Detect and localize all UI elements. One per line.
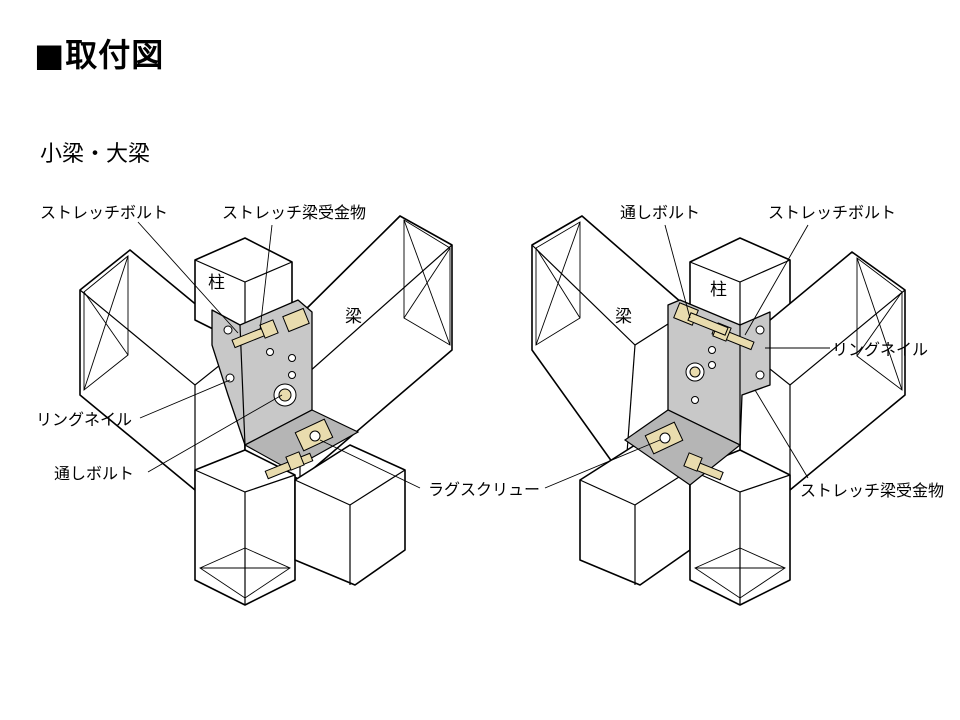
left-label-lag-screw: ラグスクリュー [428,480,540,499]
right-lower-members [579,444,791,606]
left-label-stretch-hanger: ストレッチ梁受金物 [222,203,366,222]
left-label-beam: 梁 [345,307,362,327]
page-title: ■取付図 [34,36,165,74]
right-label-stretch-hanger: ストレッチ梁受金物 [800,481,944,500]
left-stretch-hanger [211,299,360,480]
section-subtitle: 小梁・大梁 [40,142,151,167]
right-figure: 通しボルト ストレッチボルト 梁 柱 リングネイル ストレッチ梁受金物 [531,203,944,606]
right-leader-lines [544,224,830,489]
right-label-beam: 梁 [615,307,632,327]
left-figure: ストレッチボルト ストレッチ梁受金物 柱 梁 リングネイル 通しボルト ラグスク… [36,203,540,606]
left-leader-lines [137,221,421,489]
left-label-through-bolt: 通しボルト [54,464,134,483]
left-label-ring-nail: リングネイル [36,410,132,429]
left-lower-members [194,444,406,606]
right-label-column: 柱 [710,280,727,300]
left-label-stretch-bolt: ストレッチボルト [40,203,168,222]
right-label-through-bolt: 通しボルト [620,203,700,222]
right-label-stretch-bolt: ストレッチボルト [768,203,896,222]
right-label-ring-nail: リングネイル [832,340,928,359]
right-stretch-hanger [623,299,771,486]
left-label-column: 柱 [208,273,225,293]
